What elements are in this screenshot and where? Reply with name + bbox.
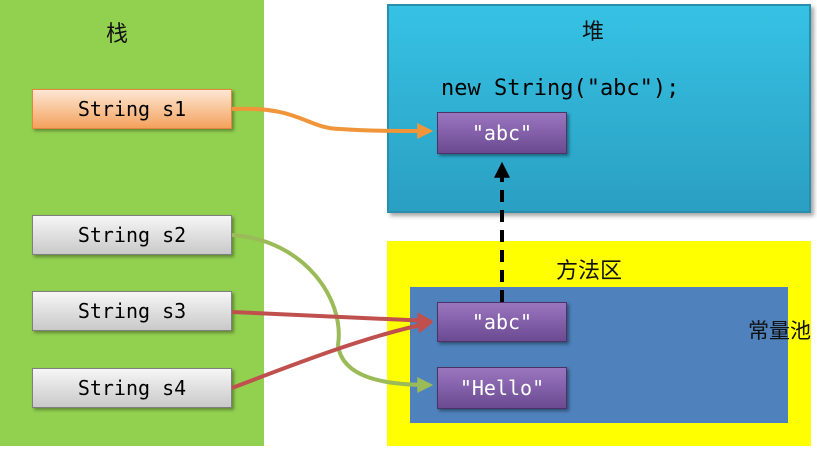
method-area-title: 方法区 (556, 259, 623, 284)
heap-code-line: new String("abc"); (441, 76, 680, 101)
var-s3: String s3 (32, 291, 232, 331)
var-s2: String s2 (32, 215, 232, 255)
pool-object-abc: "abc" (437, 302, 567, 342)
heap-title: 堆 (582, 20, 605, 45)
var-s1: String s1 (32, 89, 232, 129)
constant-pool-title: 常量池 (748, 318, 811, 344)
heap-area (387, 4, 811, 213)
pool-object-hello: "Hello" (437, 367, 567, 409)
heap-object-abc: "abc" (437, 112, 567, 154)
var-s4: String s4 (32, 368, 232, 408)
stack-title: 栈 (106, 22, 129, 47)
